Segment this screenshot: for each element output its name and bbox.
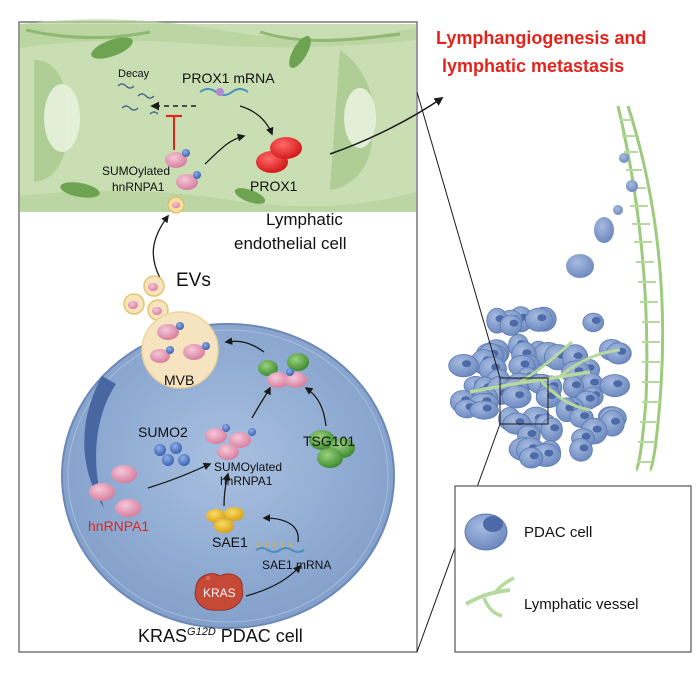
sae1 [206, 507, 244, 533]
central-sumo-label-line1: SUMOylated [214, 460, 283, 474]
tumor-cell-nucleus [579, 444, 589, 452]
tumor-cell-nucleus [585, 394, 595, 402]
sae1-mrna-icon [255, 542, 305, 553]
title-line1: Lymphangiogenesis and [436, 28, 647, 48]
prox1-mrna-label: PROX1 mRNA [182, 70, 275, 86]
tsg101-arrow [304, 387, 327, 427]
tumor-cell-nucleus [462, 360, 472, 368]
to-mvb-arrow [224, 337, 265, 353]
nucleus [84, 376, 116, 508]
ev-uptake-vesicle [167, 196, 185, 214]
legend-box [454, 485, 692, 653]
tumor-cell-nucleus [580, 412, 590, 420]
metastasis-arrow [329, 96, 444, 155]
sumoylation-arrow [147, 462, 212, 489]
tsg101-hnrnpa1-complex [258, 353, 309, 388]
prox1-translation-arrow [239, 105, 274, 136]
tumor-cell-nucleus [520, 360, 530, 368]
tumor-cell-nucleus [592, 425, 602, 433]
sae1-arrow [222, 472, 231, 507]
translation-arrow [204, 133, 246, 165]
tumor-cell-nucleus [515, 418, 525, 426]
sumo2 [154, 442, 190, 466]
prox1-label: PROX1 [250, 178, 298, 194]
zoom-line-top [416, 91, 501, 379]
hnrnpa1 [89, 465, 141, 517]
tumor-cluster [448, 306, 632, 469]
tsg101 [309, 430, 355, 468]
tumor-cell-nucleus [529, 452, 539, 460]
tumor-cell-nucleus [613, 380, 623, 388]
tumor-cell-nucleus [544, 449, 554, 457]
tsg101-label: TSG101 [303, 433, 356, 449]
sae1-label: SAE1 [212, 534, 248, 550]
tumor-lymphatic-branches [469, 340, 621, 412]
inhibition-icon [166, 114, 182, 150]
pdac-cell-title-suffix: PDAC cell [215, 626, 303, 646]
tumor-cell-nucleus [550, 424, 560, 432]
pdac-cell-icon [464, 513, 508, 551]
lymphatic-endothelial-band [20, 19, 416, 212]
pdac-cell-title-sup: G12D [187, 626, 216, 638]
decay-label: Decay [118, 68, 150, 80]
zoom-box [499, 377, 549, 425]
sumo-hnrnpa1-endothelial [165, 149, 201, 190]
sumo-hnrnpa1-central [205, 424, 256, 460]
title-line2: lymphatic metastasis [442, 56, 625, 76]
tumor-cell-nucleus [491, 363, 501, 371]
kras-arrow [245, 564, 302, 597]
evs-label: EVs [176, 270, 211, 291]
pdac-cell-title-prefix: KRAS [138, 626, 188, 646]
prox1-protein [256, 137, 302, 173]
mrna-translation-arrow [262, 514, 299, 543]
hnrnpa1-label: hnRNPA1 [88, 518, 150, 534]
legend-lymphatic-label: Lymphatic vessel [524, 596, 639, 613]
tumor-cell-nucleus [515, 391, 525, 399]
lymphatic-vessel-drawing [566, 105, 665, 472]
tumor-cell-nucleus [527, 430, 537, 437]
tumor-cell-nucleus [537, 314, 547, 322]
tumor-cell-nucleus [590, 378, 600, 386]
tumor-cell-nucleus [571, 381, 581, 389]
lymphatic-endothelial-label-line2: endothelial cell [234, 234, 347, 253]
lymphatic-endothelial-label-line1: Lymphatic [266, 210, 343, 229]
tumor-cell-nucleus [509, 319, 519, 327]
tumor-cell-nucleus [581, 432, 591, 440]
pdac-cell-title: KRASG12D PDAC cell [138, 626, 303, 647]
kras-icon [194, 573, 244, 611]
tumor-cell-nucleus [591, 316, 601, 324]
tumor-cell-nucleus [573, 352, 583, 360]
prox1-mrna-icon [199, 88, 249, 96]
decay-mrna-icon [117, 83, 159, 115]
lymphatic-vessel-icon [465, 576, 515, 618]
tumor-cell-nucleus [611, 417, 620, 425]
legend-pdac-label: PDAC cell [524, 524, 593, 541]
endothelial-sumo-label-line1: SUMOylated [102, 164, 171, 178]
sumo2-label: SUMO2 [138, 424, 188, 440]
to-tsg101-arrow [251, 386, 271, 419]
mvb [141, 311, 219, 389]
endothelial-sumo-label-line2: hnRNPA1 [112, 180, 165, 194]
sae1-mrna-label: SAE1 mRNA [262, 558, 332, 572]
kras-label: KRAS [203, 586, 236, 600]
tumor-cell-nucleus [482, 404, 492, 412]
mvb-label: MVB [164, 372, 195, 388]
ev-uptake-arrow [152, 214, 169, 279]
central-sumo-label-line2: hnRNPA1 [220, 474, 273, 488]
